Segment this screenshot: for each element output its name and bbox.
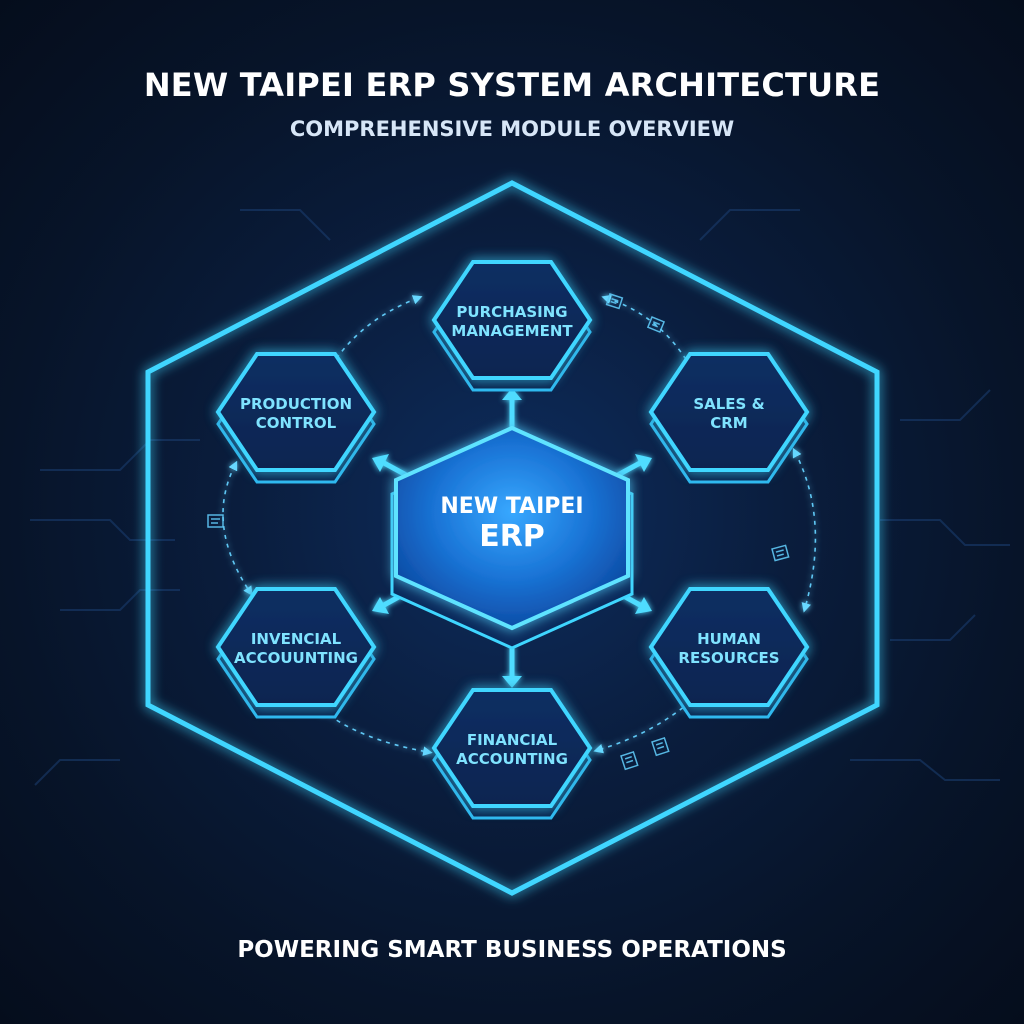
- module-production-label-line2: CONTROL: [256, 414, 337, 432]
- module-financial-label-line1: FINANCIAL: [467, 731, 558, 749]
- document-icon: [620, 751, 639, 771]
- module-sales: SALES &CRM: [648, 352, 810, 484]
- hub-title-line2: ERP: [479, 519, 545, 554]
- module-sales-label-line2: CRM: [710, 414, 748, 432]
- page-title: NEW TAIPEI ERP SYSTEM ARCHITECTURE: [143, 66, 881, 104]
- document-icon: [207, 514, 224, 528]
- hub-title-line1: NEW TAIPEI: [440, 494, 583, 519]
- arrow-to-financial: [502, 646, 522, 688]
- document-icon: [605, 293, 624, 310]
- arrow-to-production: [372, 454, 410, 479]
- module-hr-label-line1: HUMAN: [697, 630, 761, 648]
- document-icon: [771, 544, 790, 562]
- connector-purchasing-production: [327, 295, 423, 373]
- connector-invencial-financial: [318, 707, 433, 756]
- module-hr-label-line2: RESOURCES: [678, 649, 779, 667]
- module-financial-face: [431, 688, 593, 808]
- module-invencial-face: [215, 587, 377, 707]
- module-production-label-line1: PRODUCTION: [240, 395, 352, 413]
- document-icons: [207, 293, 790, 771]
- module-production-face: [215, 352, 377, 472]
- connector-purchasing-sales: [601, 294, 693, 371]
- connector-hr-financial: [593, 698, 694, 754]
- hub-node: NEW TAIPEI ERP: [390, 425, 634, 650]
- module-financial-label-line2: ACCOUNTING: [456, 750, 568, 768]
- connector-production-invencial: [222, 460, 253, 596]
- module-sales-label-line1: SALES &: [693, 395, 764, 413]
- footer-tagline: POWERING SMART BUSINESS OPERATIONS: [237, 937, 787, 963]
- module-invencial-label-line1: INVENCIAL: [251, 630, 342, 648]
- module-purchasing-face: [431, 260, 593, 380]
- circuit-traces: [30, 209, 1010, 786]
- arrow-to-sales: [614, 454, 652, 479]
- document-icon: [651, 737, 670, 757]
- module-invencial-label-line2: ACCOUUNTING: [234, 649, 358, 667]
- module-purchasing-label-line2: MANAGEMENT: [451, 322, 573, 340]
- outer-hexagon: [145, 180, 880, 896]
- arrow-to-purchasing: [502, 388, 522, 432]
- module-hr-face: [648, 587, 810, 707]
- page-subtitle: COMPREHENSIVE MODULE OVERVIEW: [289, 117, 735, 141]
- module-sales-face: [648, 352, 810, 472]
- module-purchasing-label-line1: PURCHASING: [456, 303, 567, 321]
- document-icon: [646, 316, 666, 334]
- connector-sales-hr: [792, 447, 817, 613]
